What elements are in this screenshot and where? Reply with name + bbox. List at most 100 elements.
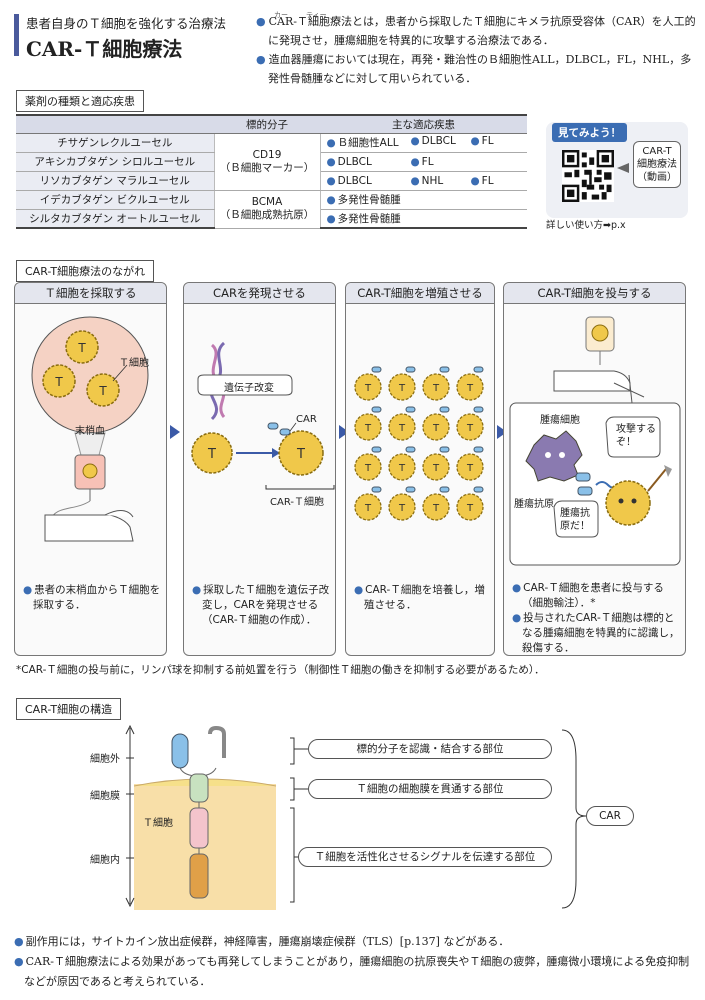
qr-label-line: 細胞療法: [637, 159, 677, 170]
disease: DLBCL: [337, 174, 372, 187]
ruby-car: カー: [274, 11, 288, 19]
svg-text:T: T: [77, 341, 86, 355]
step-text-line: 投与されたCAR-Ｔ細胞は標的となる腫瘍細胞を特異的に認識し，殺傷する．: [522, 612, 680, 654]
target-cd19: CD19（Ｂ細胞マーカー）: [214, 133, 321, 191]
flow-step-2: CARを発現させる T T 遺伝子改変 CAR CAR-Ｔ細胞 ●採取したＴ細胞…: [183, 282, 336, 656]
qr-code-icon[interactable]: [562, 150, 614, 202]
svg-text:T: T: [432, 503, 440, 514]
drug-name: イデカブタゲン ビクルユーセル: [16, 190, 215, 210]
intro-text: カー ティー ●CAR-Ｔ細胞療法とは，患者から採取したＴ細胞にキメラ抗原受容体…: [256, 11, 696, 88]
flow-arrow-icon: [497, 425, 507, 439]
svg-text:T: T: [466, 463, 474, 474]
blood-label: 末梢血: [75, 426, 105, 437]
car-label: CAR: [296, 414, 317, 425]
antigen-bubble-text: 腫瘍抗原だ！: [560, 508, 590, 532]
target-desc: （Ｂ細胞成熟抗原）: [219, 209, 315, 221]
target-name: BCMA: [251, 196, 283, 208]
qr-footer-link[interactable]: 詳しい使い方➡p.x: [546, 220, 626, 231]
step-title: Ｔ細胞を採取する: [15, 283, 166, 304]
svg-text:T: T: [398, 423, 406, 434]
svg-text:T: T: [296, 447, 305, 462]
step-text-line: CAR-Ｔ細胞を患者に投与する（細胞輸注）．*: [522, 582, 664, 609]
svg-text:T: T: [432, 383, 440, 394]
cart-cell-icon: T: [422, 446, 450, 481]
drug-name: シルタカブタゲン オートルユーセル: [16, 209, 215, 229]
disease-cell: ●多発性骨髄腫: [320, 209, 527, 229]
drug-name: チサゲンレクルユーセル: [16, 133, 215, 153]
drug-name: リソカブタゲン マラルユーセル: [16, 171, 215, 191]
cart-cell-icon: T: [388, 406, 416, 441]
footer-line: 副作用には，サイトカイン放出症候群，神経障害，腫瘍崩壊症候群（TLS）[p.13…: [25, 935, 510, 948]
step-text-line: 採取したＴ細胞を遺伝子改変し，CARを発現させる（CAR-Ｔ細胞の作成）．: [202, 584, 330, 626]
tcell-side-label: Ｔ細胞: [143, 818, 173, 829]
car-expression-illustration: T T: [191, 341, 335, 490]
car-structure-diagram: [125, 724, 587, 910]
tcell-icon: T T T: [42, 330, 120, 407]
cart-cell-icon: T: [456, 446, 484, 481]
disease: FL: [421, 155, 434, 168]
flow-arrow-icon: [170, 425, 180, 439]
part-recognition: 標的分子を認識・結合する部位: [308, 739, 552, 759]
svg-text:T: T: [398, 383, 406, 394]
target-bcma: BCMA（Ｂ細胞成熟抗原）: [214, 190, 321, 229]
flow-footnote: *CAR-Ｔ細胞の投与前に，リンパ球を抑制する前処置を行う（制御性Ｔ細胞の働きを…: [16, 664, 545, 676]
gene-edit-label: 遺伝子改変: [224, 383, 274, 394]
step-title: CAR-T細胞を投与する: [504, 283, 685, 304]
svg-text:T: T: [364, 383, 372, 394]
svg-text:T: T: [466, 383, 474, 394]
intro-bullet-2: ●造血器腫瘍においては現在，再発・難治性のＢ細胞性ALL，DLBCL，FL，NH…: [256, 53, 692, 85]
target-desc: （Ｂ細胞マーカー）: [219, 161, 315, 174]
header-accent-bar: [14, 14, 19, 56]
step-text: ●患者の末梢血からＴ細胞を採取する．: [23, 584, 161, 611]
flow-step-1: Ｔ細胞を採取する T T T Ｔ細胞 末梢血 ●患者の末梢血からＴ細胞を採取する…: [14, 282, 167, 656]
table-row: リソカブタゲン マラルユーセル ●DLBCL●NHL●FL: [16, 171, 527, 191]
qr-label-line: CAR-T: [642, 146, 672, 157]
cart-cell-icon: T: [422, 486, 450, 521]
target-name: CD19: [252, 148, 282, 161]
cart-cell-icon: T: [388, 366, 416, 401]
table-row: チサゲンレクルユーセル CD19（Ｂ細胞マーカー） ●Ｂ細胞性ALL●DLBCL…: [16, 133, 527, 191]
intro-text-1: CAR-Ｔ細胞療法とは，患者から採取したＴ細胞にキメラ抗原受容体（CAR）を人工…: [268, 15, 696, 47]
svg-text:T: T: [432, 423, 440, 434]
part-transmembrane: Ｔ細胞の細胞膜を貫通する部位: [308, 779, 552, 799]
col-header-name: [16, 114, 214, 134]
collect-tcell-illustration: T T T: [31, 316, 149, 542]
step-title: CAR-T細胞を増殖させる: [346, 283, 494, 304]
cart-label: CAR-Ｔ細胞: [270, 497, 324, 508]
disease-cell: ●Ｂ細胞性ALL●DLBCL●FL: [320, 133, 527, 153]
disease: DLBCL: [337, 155, 372, 168]
disease-cell: ●DLBCL●FL: [320, 152, 527, 172]
footer-line: CAR-Ｔ細胞療法による効果があっても再発してしまうことがあり，腫瘍細胞の抗原喪…: [24, 955, 690, 988]
drug-name: アキシカブタゲン シロルユーセル: [16, 152, 215, 172]
svg-text:T: T: [98, 384, 107, 398]
step-text: ●CAR-Ｔ細胞を培養し，増殖させる．: [354, 584, 485, 611]
disease: DLBCL: [421, 135, 456, 147]
cart-cell-icon: T: [456, 486, 484, 521]
tumor-cell-label: 腫瘍細胞: [540, 415, 580, 426]
qr-pointer: [617, 163, 629, 173]
cart-cell-icon: T: [354, 486, 382, 521]
disease: FL: [481, 135, 494, 147]
cart-cell-icon: T: [388, 486, 416, 521]
qr-video-label[interactable]: CAR-T 細胞療法 （動画）: [633, 141, 681, 188]
cart-cell-icon: T: [354, 406, 382, 441]
inside-label: 細胞内: [90, 855, 120, 866]
attack-bubble-text: 攻撃するぞ！: [616, 424, 656, 448]
disease-cell: ●DLBCL●NHL●FL: [320, 171, 527, 191]
footer-notes: ●副作用には，サイトカイン放出症候群，神経障害，腫瘍崩壊症候群（TLS）[p.1…: [14, 935, 690, 988]
tumor-antigen-label: 腫瘍抗原: [514, 499, 554, 510]
disease: FL: [481, 174, 494, 187]
cart-cell-icon: T: [456, 366, 484, 401]
qr-label-line: （動画）: [637, 172, 677, 183]
membrane-label: 細胞膜: [90, 791, 120, 802]
disease: 多発性骨髄腫: [337, 194, 401, 206]
cart-cell-icon: T: [422, 366, 450, 401]
svg-text:T: T: [398, 463, 406, 474]
cart-cell-icon: T: [354, 366, 382, 401]
page-title: CAR-Ｔ細胞療法: [26, 37, 183, 61]
infusion-illustration: [509, 316, 681, 566]
flow-section-label: CAR-T細胞療法のながれ: [16, 260, 155, 282]
structure-section-label: CAR-T細胞の構造: [16, 698, 122, 720]
